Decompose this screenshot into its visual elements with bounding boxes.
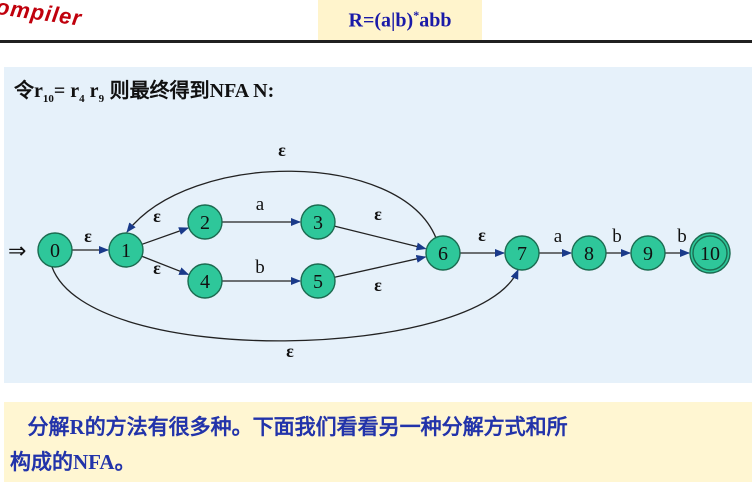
state-circle xyxy=(425,235,461,271)
state-label: 3 xyxy=(313,212,323,234)
state-label: 6 xyxy=(438,243,448,265)
edge-label-2-3: a xyxy=(256,194,265,215)
state-4: 4 xyxy=(187,263,223,299)
edge-label-8-9: b xyxy=(612,226,622,247)
state-circle xyxy=(300,263,336,299)
heading-prefix: 令 xyxy=(14,80,34,102)
state-5: 5 xyxy=(300,263,336,299)
state-circle xyxy=(504,235,540,271)
state-2: 2 xyxy=(187,204,223,240)
page-title: R=(a|b)*abb xyxy=(318,0,482,40)
start-arrow: ⇒ xyxy=(8,239,26,264)
note-l1b: 的方法有很多种。下面我们看看另一种分解方式和所 xyxy=(84,416,568,439)
heading-r10-sub: 10 xyxy=(42,93,54,105)
edge-6-1 xyxy=(126,170,437,239)
state-6: 6 xyxy=(425,235,461,271)
heading-rest: 则最终得到 xyxy=(104,80,210,102)
edge-label-1-2: ε xyxy=(153,206,161,226)
heading-r4-sub: 4 xyxy=(79,93,85,105)
state-label: 0 xyxy=(50,240,60,262)
state-label: 1 xyxy=(121,240,131,262)
state-circle xyxy=(37,232,73,268)
note-l1r: R xyxy=(69,415,85,439)
edge-0-7 xyxy=(51,266,519,342)
state-circle xyxy=(571,235,607,271)
title-divider xyxy=(0,40,752,43)
edge-label-6-1: ε xyxy=(278,140,286,160)
edge-label-7-8: a xyxy=(554,226,563,247)
edge-1-4 xyxy=(141,255,190,276)
state-circle xyxy=(630,235,666,271)
state-9: 9 xyxy=(630,235,666,271)
edge-1-2 xyxy=(141,227,189,245)
note-text: 分解R的方法有很多种。下面我们看看另一种分解方式和所 构成的NFA。 xyxy=(10,410,740,480)
state-circle xyxy=(187,263,223,299)
note-l1a: 分解 xyxy=(27,416,70,439)
state-label: 9 xyxy=(643,243,653,265)
state-circle xyxy=(187,204,223,240)
heading-nfa: NFA N: xyxy=(209,80,275,102)
state-circle xyxy=(108,232,144,268)
state-8: 8 xyxy=(571,235,607,271)
edge-label-4-5: b xyxy=(255,257,265,278)
state-0: 0 xyxy=(37,232,73,268)
note-l2b: 。 xyxy=(114,451,136,474)
edge-label-3-6: ε xyxy=(374,204,382,224)
state-10: 10 xyxy=(689,232,731,274)
edge-label-1-4: ε xyxy=(153,258,161,278)
kleene-star: * xyxy=(413,7,420,22)
note-l2nfa: NFA xyxy=(73,450,115,474)
edge-label-0-7: ε xyxy=(286,341,294,361)
edge-label-9-10: b xyxy=(677,226,687,247)
state-label: 5 xyxy=(313,271,323,293)
state-1: 1 xyxy=(108,232,144,268)
edge-label-5-6: ε xyxy=(374,275,382,295)
state-label: 7 xyxy=(517,243,527,265)
edge-3-6 xyxy=(334,225,427,251)
regex-title: R=(a|b)*abb xyxy=(348,7,452,32)
edge-label-6-7: ε xyxy=(478,225,486,245)
heading-r10: r xyxy=(34,80,43,102)
diagram-heading: 令r10= r4 r9 则最终得到NFA N: xyxy=(14,74,274,105)
heading-eq: = r xyxy=(53,80,80,102)
edge-label-0-1: ε xyxy=(84,226,92,246)
state-circle xyxy=(300,204,336,240)
heading-r9-sub: 9 xyxy=(98,93,105,105)
state-3: 3 xyxy=(300,204,336,240)
state-label: 2 xyxy=(200,212,210,234)
state-label: 8 xyxy=(584,243,594,265)
note-panel xyxy=(4,402,752,482)
state-label: 10 xyxy=(700,243,720,265)
note-l2a: 构成的 xyxy=(10,451,73,474)
state-7: 7 xyxy=(504,235,540,271)
heading-r9: r xyxy=(84,80,99,102)
edge-5-6 xyxy=(334,254,427,278)
state-label: 4 xyxy=(200,271,210,293)
state-circle xyxy=(692,235,728,271)
